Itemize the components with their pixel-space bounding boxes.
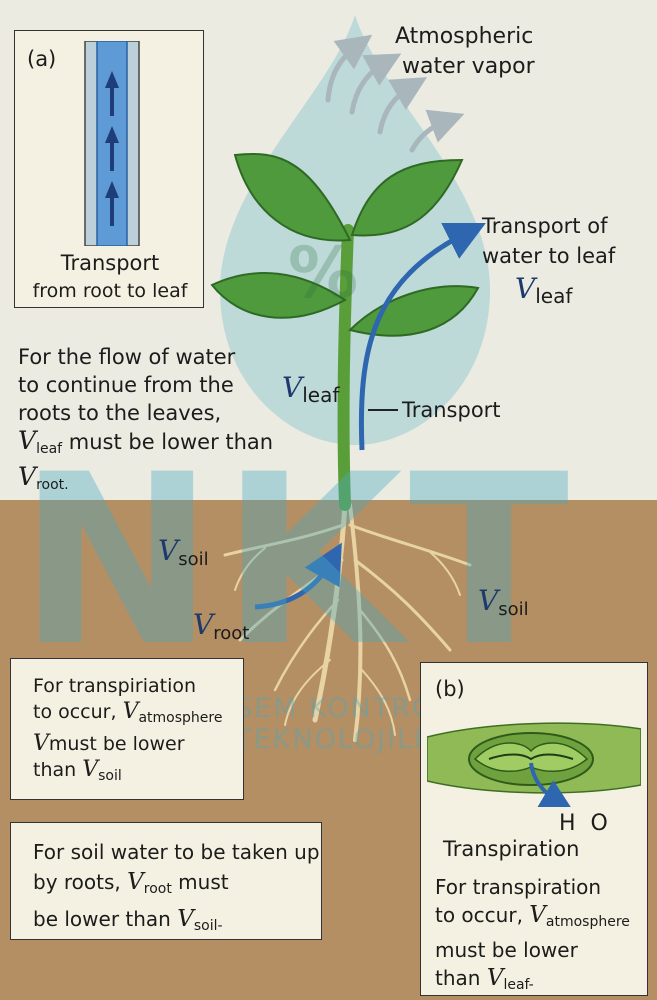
soil-potential-left: Vsoil	[158, 537, 209, 572]
box-ts-line1: For transpiriation	[33, 675, 197, 697]
transport-leaf-line2: water to leaf	[482, 244, 616, 268]
panel-b-label: (b)	[435, 677, 465, 701]
transport-label: Transport	[402, 398, 501, 422]
root-var: V	[193, 608, 214, 641]
box-su-sub-soil: soil-	[193, 918, 223, 934]
flow-text-mid: must be lower than	[62, 430, 274, 454]
box-ts-line3: Vmust be lower	[33, 731, 222, 757]
leaves-icon	[210, 152, 480, 337]
panel-b-line2a: to occur,	[435, 903, 530, 927]
box-ts-line4a: than	[33, 759, 83, 781]
box-su-line2: by roots, Vroot must	[33, 867, 320, 904]
panel-b-line1: For transpiration	[435, 875, 602, 899]
panel-b-line2: to occur, Vatmosphere	[435, 901, 630, 936]
flow-text-line2: to continue from the	[18, 373, 234, 397]
flow-sub-root: root.	[36, 477, 69, 493]
box-transpiration-soil: For transpiriation to occur, Vatmosphere…	[10, 658, 244, 800]
panel-b-var-leaf: V	[486, 965, 504, 991]
flow-var-root: V	[18, 462, 37, 491]
stomata-icon	[427, 722, 641, 807]
panel-a-caption-line1: Transport	[60, 251, 160, 275]
roots-icon	[223, 502, 472, 742]
panel-b-line4: than Vleaf-	[435, 964, 630, 999]
box-ts-var-soil: V	[82, 757, 99, 782]
panel-b-sub-atm: atmosphere	[545, 914, 630, 930]
panel-b-water: H O	[559, 811, 612, 836]
atmosphere-label-line2: water vapor	[402, 54, 535, 79]
box-ts-line2a: to occur,	[33, 701, 123, 723]
vapor-arrows-icon	[325, 34, 465, 153]
stem-potential-label: Vleaf	[282, 374, 340, 408]
panel-b-line4a: than	[435, 966, 487, 990]
soil-right-sub: soil	[498, 599, 529, 620]
flow-text-line1: For the flow of water	[18, 345, 236, 369]
panel-b-sub-leaf: leaf-	[503, 977, 534, 993]
leaf-potential-sub: leaf	[535, 284, 573, 308]
box-su-line2b: must	[171, 870, 229, 894]
panel-b-title: Transpiration	[443, 837, 580, 861]
watermark-logo: NKT	[18, 425, 576, 698]
panel-b: (b) H O Transpiration For transpiration …	[420, 662, 648, 996]
box-su-line2a: by roots,	[33, 870, 128, 894]
panel-a-caption-line2: from root to leaf	[32, 280, 188, 302]
box-ts-sub-atm: atmosphere	[138, 710, 223, 726]
watermark-drop-symbol: %	[288, 232, 359, 314]
soil-right-var: V	[478, 584, 499, 617]
atmosphere-label-line1: Atmospheric	[395, 24, 534, 49]
transport-arrow-icon	[358, 223, 486, 451]
box-ts-sub-soil: soil	[98, 768, 122, 784]
soil-potential-right: Vsoil	[478, 587, 529, 622]
stem-potential-var: V	[282, 371, 303, 404]
panel-a-label: (a)	[27, 47, 57, 71]
panel-b-var-atm: V	[529, 902, 546, 928]
box-soil-uptake: For soil water to be taken up by roots, …	[10, 822, 322, 940]
soil-left-sub: soil	[178, 549, 209, 570]
box-ts-var-atm: V	[122, 699, 139, 724]
box-su-line1: For soil water to be taken up	[33, 840, 320, 864]
box-su-line3a: be lower than	[33, 907, 178, 931]
leaf-potential-var: V	[515, 272, 536, 305]
panel-b-text: For transpiration to occur, Vatmosphere …	[435, 873, 630, 999]
box-ts-var2: V	[33, 731, 49, 756]
box-su-var-root: V	[127, 869, 144, 895]
box-su-sub-root: root	[143, 881, 172, 897]
box-ts-line3-text: must be lower	[48, 733, 185, 755]
flow-sub-leaf: leaf	[36, 441, 63, 457]
box-ts-line2: to occur, Vatmosphere	[33, 699, 222, 731]
box-transpiration-soil-text: For transpiriation to occur, Vatmosphere…	[33, 673, 222, 789]
flow-text: For the flow of water to continue from t…	[18, 343, 273, 499]
soil-left-var: V	[158, 534, 179, 567]
box-soil-uptake-text: For soil water to be taken up by roots, …	[33, 837, 320, 941]
stem-potential-sub: leaf	[302, 383, 340, 407]
panel-a: (a) Transport from root to leaf	[14, 30, 204, 308]
box-ts-line4: than Vsoil	[33, 757, 222, 789]
root-sub: root	[213, 623, 250, 644]
panel-b-line3: must be lower	[435, 938, 578, 962]
box-su-var-soil: V	[177, 906, 194, 932]
root-potential-label: Vroot	[193, 611, 250, 646]
flow-text-line4: Vleaf must be lower than	[18, 427, 273, 463]
root-uptake-arrow-icon	[254, 542, 342, 610]
leaf-potential-label: Vleaf	[515, 275, 573, 309]
flow-text-line5: Vroot.	[18, 463, 273, 499]
stem-icon	[337, 224, 354, 511]
transport-leaf-line1: Transport of	[482, 214, 608, 238]
flow-text-line3: roots to the leaves,	[18, 401, 222, 425]
flow-var-leaf: V	[18, 426, 37, 455]
xylem-tube-icon	[84, 41, 140, 246]
box-su-line3: be lower than Vsoil-	[33, 904, 320, 941]
